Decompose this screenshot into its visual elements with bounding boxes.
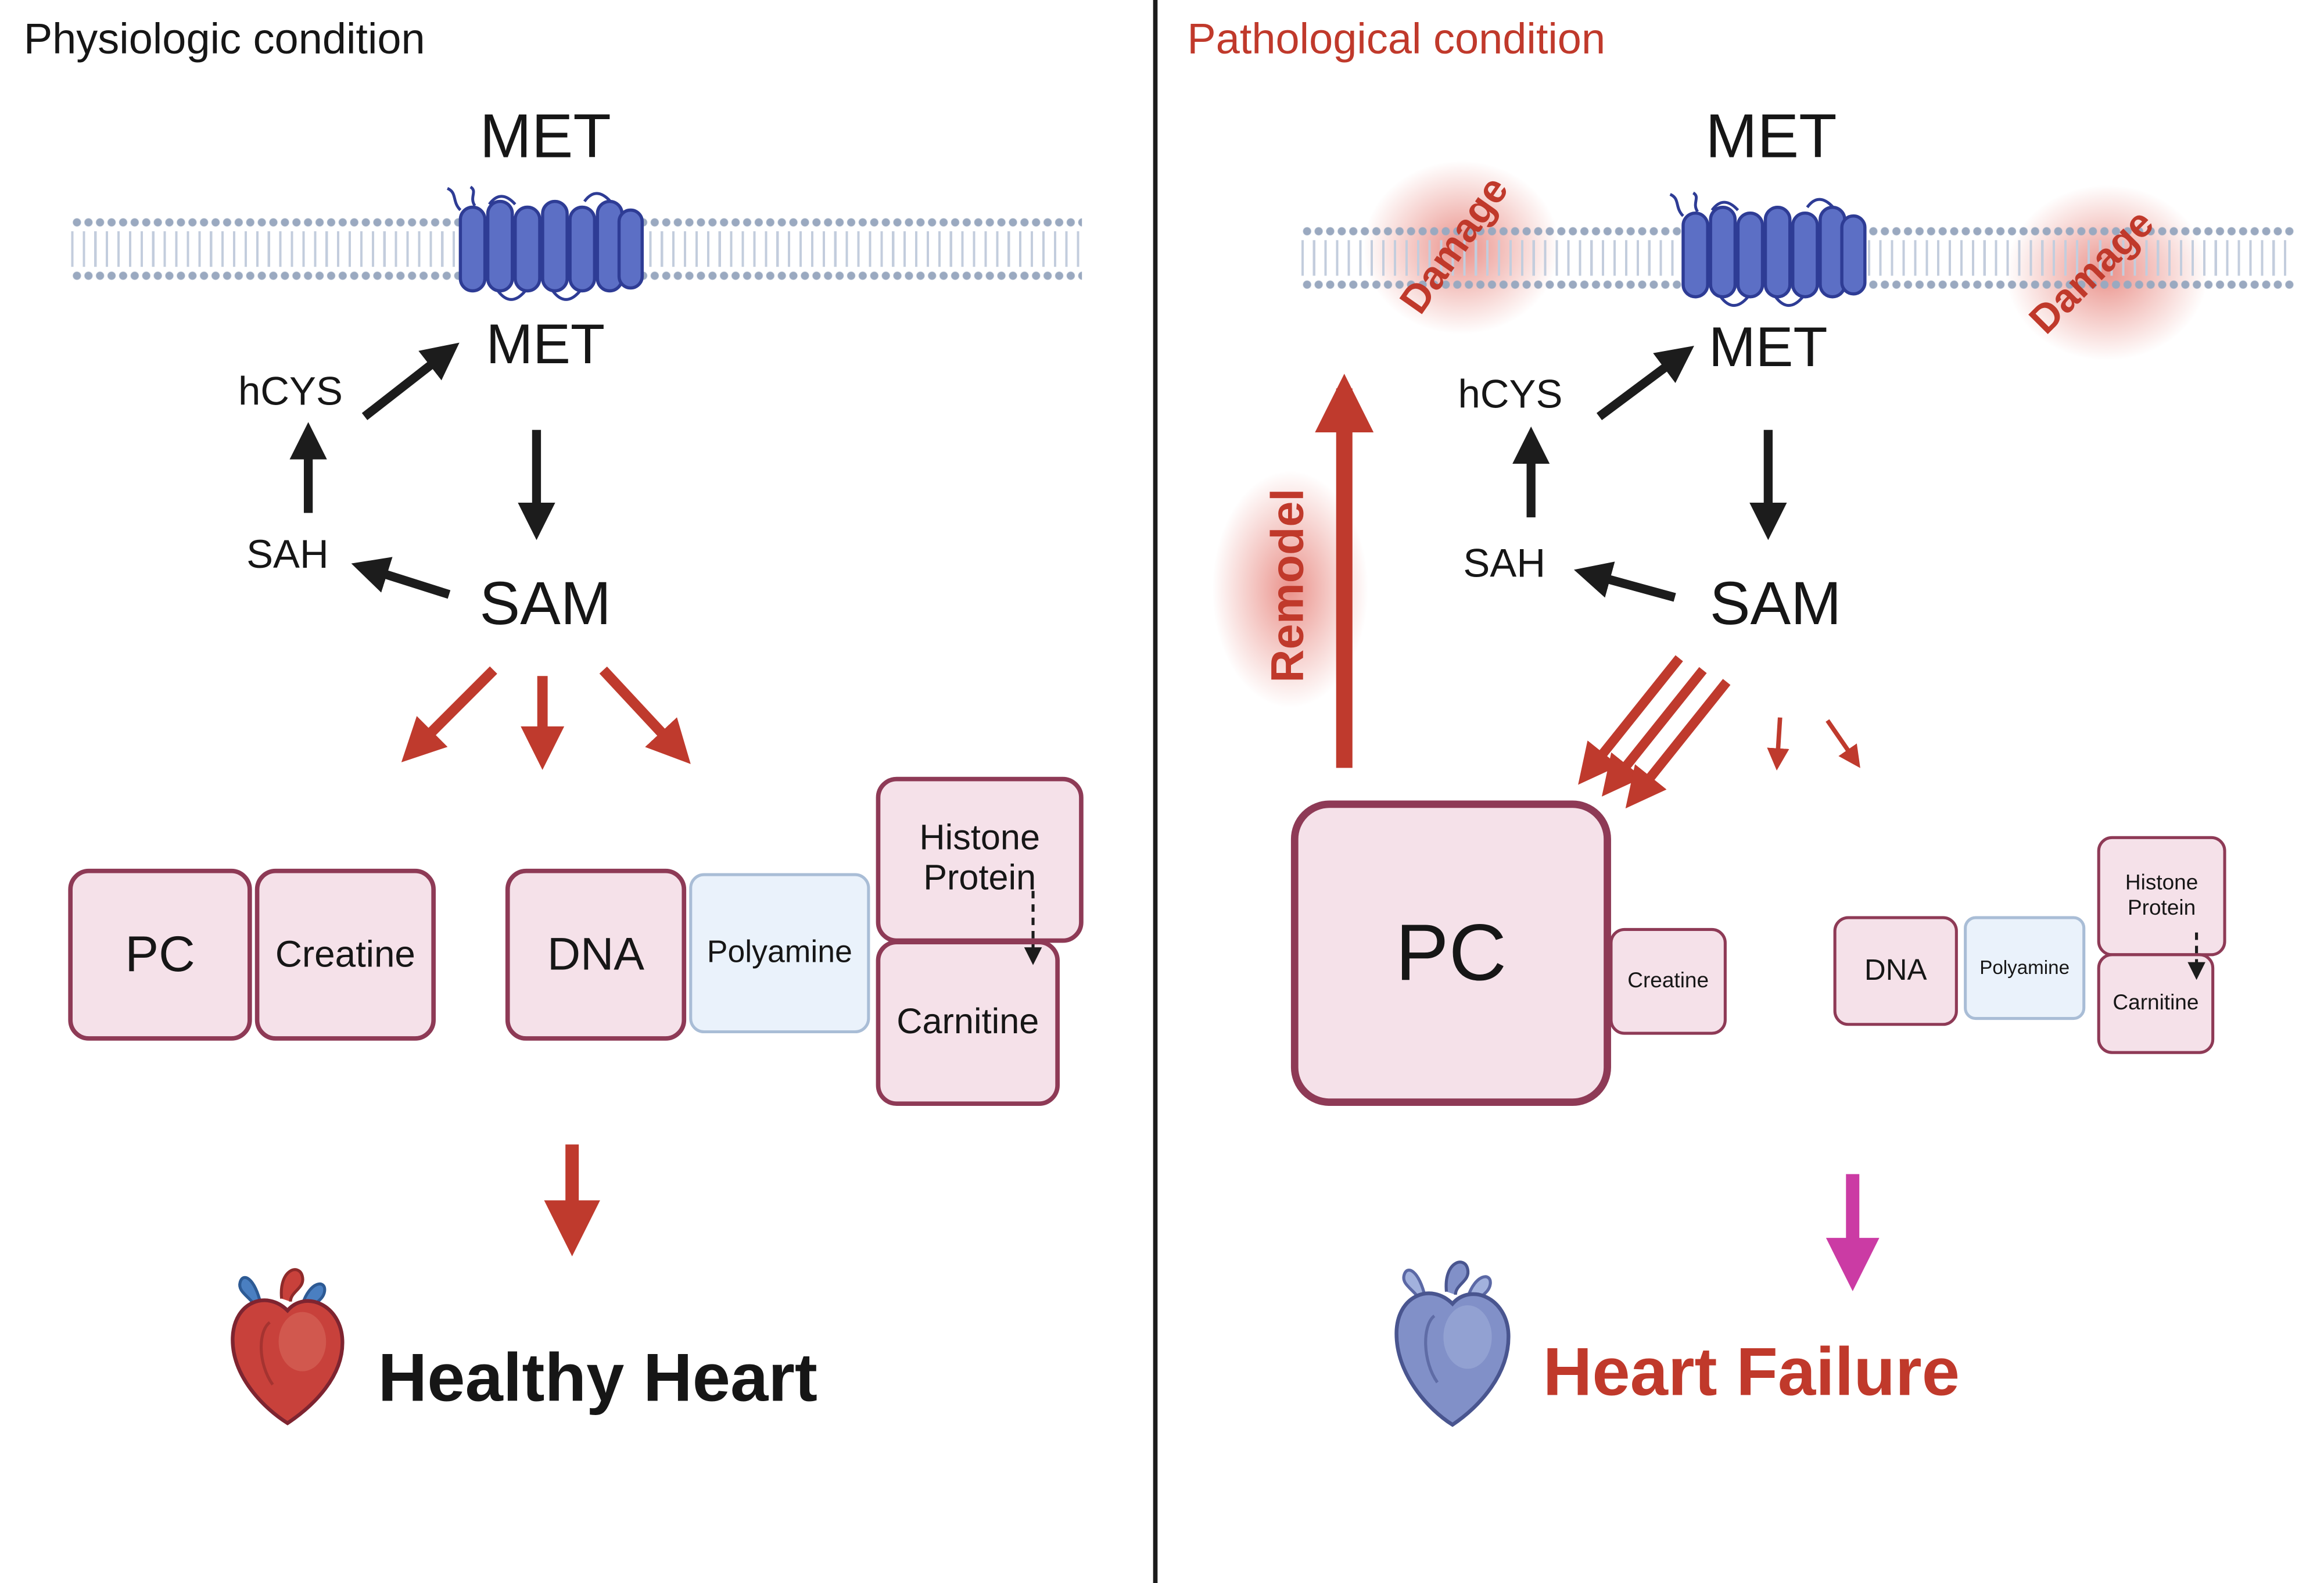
- sam-label: SAM: [1709, 569, 1842, 638]
- pathological-panel: Pathological condition: [1157, 0, 2324, 1583]
- failing-heart-icon: [1394, 1260, 1511, 1427]
- pc-box-enlarged: PC: [1290, 800, 1611, 1106]
- arrow-sam-to-pc-2: [1601, 667, 1707, 797]
- carnitine-box: Carnitine: [876, 940, 1060, 1106]
- dna-box: DNA: [505, 868, 687, 1041]
- arrow-sam-to-sah: [351, 557, 451, 599]
- pathological-title: Pathological condition: [1187, 16, 1606, 64]
- healthy-heart-icon: [231, 1268, 345, 1426]
- polyamine-box: Polyamine: [1964, 916, 2086, 1020]
- remodel-label: Remodel: [1261, 488, 1314, 683]
- met-extracellular-label: MET: [1705, 101, 1837, 171]
- sah-label: SAH: [1463, 541, 1546, 586]
- arrow-hcys-to-met: [361, 342, 460, 420]
- met-transporter-icon: [1669, 191, 1867, 307]
- arrow-sam-to-pc-3: [1625, 679, 1731, 809]
- creatine-box: Creatine: [254, 868, 436, 1041]
- arrow-sam-to-sah: [1573, 561, 1676, 602]
- arrow-sam-to-polyamine-weak: [1826, 719, 1860, 768]
- heart-failure-label: Heart Failure: [1543, 1333, 1960, 1410]
- met-intracellular-label: MET: [1709, 317, 1828, 380]
- healthy-heart-label: Healthy Heart: [378, 1338, 818, 1416]
- physiologic-title: Physiologic condition: [23, 16, 425, 64]
- pc-box: PC: [68, 868, 252, 1041]
- polyamine-box: Polyamine: [689, 873, 870, 1034]
- met-extracellular-label: MET: [479, 101, 611, 171]
- arrow-hcys-to-met: [1596, 345, 1694, 420]
- arrow-sam-to-polyamine: [599, 666, 691, 764]
- sah-label: SAH: [246, 532, 329, 577]
- histone-protein-box: Histone Protein: [876, 776, 1084, 943]
- carnitine-box: Carnitine: [2097, 953, 2215, 1054]
- arrow-sam-to-pc-1: [1578, 655, 1683, 785]
- physiologic-panel: Physiologic condition: [0, 0, 1153, 1583]
- met-transporter-icon: [446, 185, 644, 301]
- arrow-sam-to-dna-weak: [1767, 717, 1789, 771]
- hcys-label: hCYS: [1458, 372, 1563, 417]
- creatine-box: Creatine: [1609, 927, 1727, 1035]
- arrow-sam-to-pc: [401, 666, 497, 762]
- met-intracellular-label: MET: [486, 314, 605, 377]
- sam-label: SAM: [479, 569, 612, 638]
- remodel-glow: [1190, 437, 1390, 742]
- hcys-label: hCYS: [238, 369, 343, 414]
- panel-divider: [1153, 0, 1158, 1583]
- histone-protein-box: Histone Protein: [2097, 836, 2226, 957]
- dna-box: DNA: [1833, 916, 1958, 1026]
